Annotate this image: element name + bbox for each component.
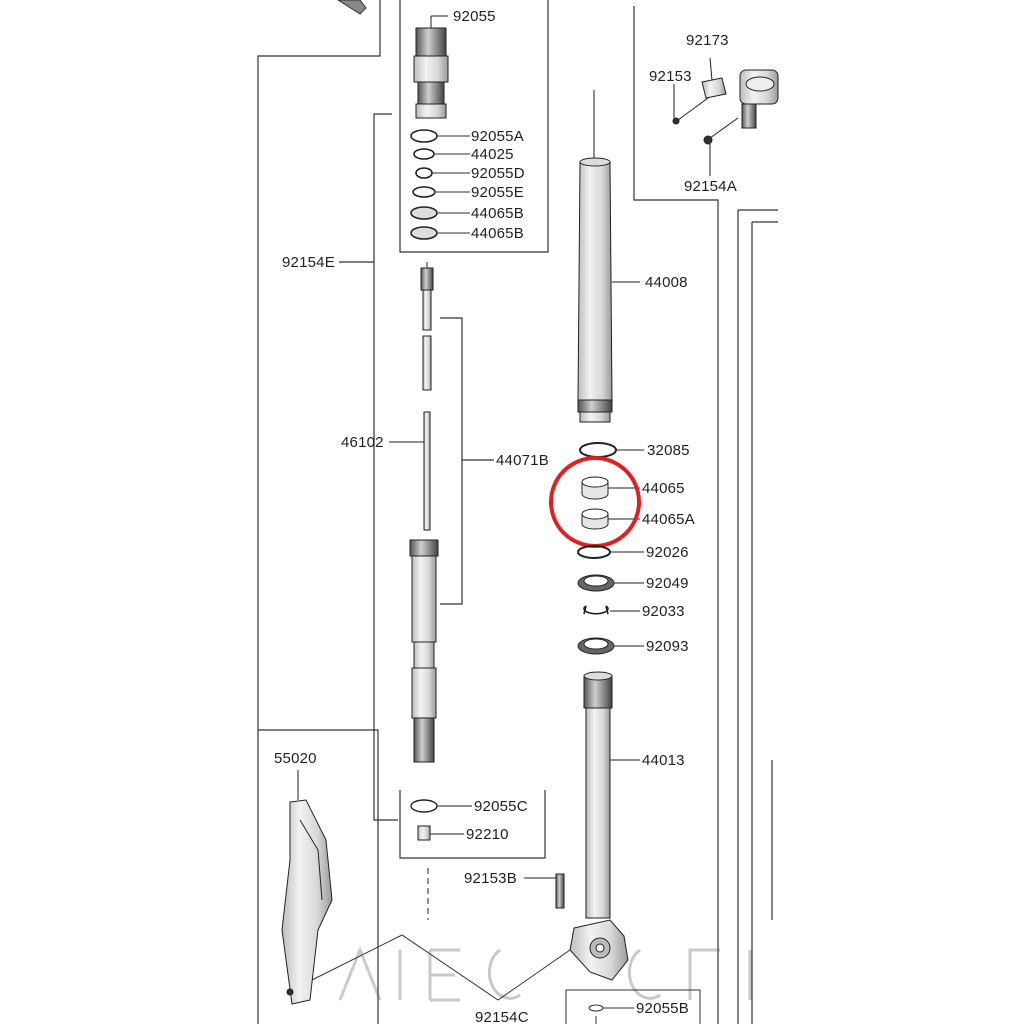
ring-32085	[579, 442, 644, 458]
seal-92093	[577, 637, 644, 655]
label-44065B-2: 44065B	[471, 225, 524, 242]
washer-92026	[577, 545, 644, 559]
frame-lines	[257, 0, 778, 1024]
highlight-circle	[549, 456, 641, 548]
bottom-box	[565, 989, 701, 1024]
label-92154C: 92154C	[475, 1009, 529, 1024]
label-92153B: 92153B	[464, 870, 517, 887]
label-44025: 44025	[471, 146, 514, 163]
label-32085: 32085	[647, 442, 690, 459]
top-clamp-assembly	[672, 57, 779, 176]
label-92049: 92049	[646, 575, 689, 592]
label-92093: 92093	[646, 638, 689, 655]
bushing-44065A	[581, 508, 640, 530]
fork-guard-55020	[281, 770, 333, 1005]
cartridge-cap-group-box	[399, 0, 549, 253]
label-92173: 92173	[686, 32, 729, 49]
label-44065A: 44065A	[642, 511, 695, 528]
label-92210: 92210	[466, 826, 509, 843]
outer-tube-44008	[577, 90, 640, 423]
label-92055C: 92055C	[474, 798, 528, 815]
label-92055E: 92055E	[471, 184, 524, 201]
label-44065: 44065	[642, 480, 685, 497]
label-44013: 44013	[642, 752, 685, 769]
label-92055D: 92055D	[471, 165, 525, 182]
label-44008: 44008	[645, 274, 688, 291]
washer-92055C	[410, 799, 472, 813]
label-92026: 92026	[646, 544, 689, 561]
damper-rod-group-box	[399, 790, 546, 859]
cartridge-cap-92055	[413, 15, 449, 119]
label-92154E: 92154E	[282, 254, 335, 271]
label-92153: 92153	[649, 68, 692, 85]
leader-v-lines	[311, 934, 571, 1001]
leaders-top-box	[432, 135, 470, 234]
label-92055: 92055	[453, 8, 496, 25]
label-55020: 55020	[274, 750, 317, 767]
plug-92210	[417, 825, 464, 841]
label-92154A: 92154A	[684, 178, 737, 195]
axle-bracket	[524, 873, 629, 981]
clip-92033	[583, 605, 640, 615]
washers-top-box	[410, 129, 438, 240]
bracket-44071B	[440, 317, 494, 605]
cartridge-44071B	[409, 539, 439, 763]
inner-tube-44013	[583, 671, 640, 919]
top-corner-part	[337, 0, 367, 15]
watermark	[338, 945, 752, 1002]
label-44065B-1: 44065B	[471, 205, 524, 222]
part-labels: 92055 92055A 44025 92055D 92055E 44065B …	[274, 8, 737, 1026]
seal-92049	[577, 574, 644, 592]
label-92055A: 92055A	[471, 128, 524, 145]
label-44071B: 44071B	[496, 452, 549, 469]
bushing-44065	[581, 476, 640, 500]
label-46102: 46102	[341, 434, 384, 451]
damper-rod-46102	[389, 262, 434, 531]
label-92033: 92033	[642, 603, 685, 620]
label-92055B: 92055B	[636, 1000, 689, 1017]
bracket-92154E	[339, 113, 398, 821]
